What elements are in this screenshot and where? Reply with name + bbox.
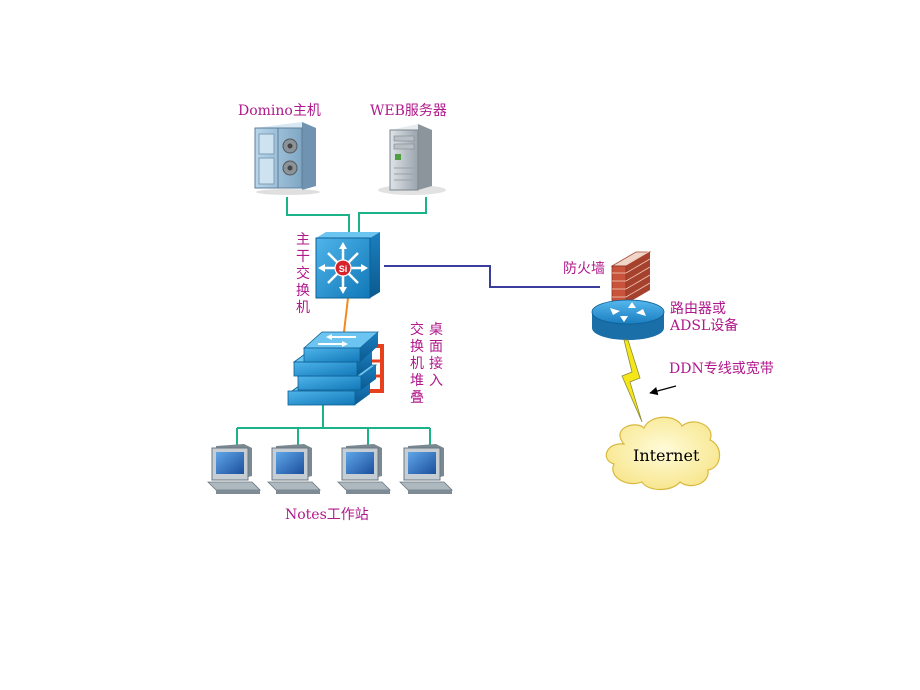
mainframe-server-icon — [254, 122, 320, 195]
svg-text:Si: Si — [339, 264, 348, 274]
core-switch-label: 主干交换机 — [296, 232, 310, 316]
switch-stack-label: 交换机堆叠 — [410, 322, 424, 406]
wan-link — [384, 265, 600, 288]
web-server-label: WEB服务器 — [370, 103, 447, 119]
layer3-switch-icon: Si — [315, 232, 380, 299]
cloud-icon — [605, 416, 721, 491]
desktop-computer-icon — [207, 444, 261, 494]
router-label-line1: 路由器或 — [670, 301, 726, 317]
workstations-label: Notes工作站 — [285, 507, 369, 523]
stacked-switch-icon — [287, 331, 384, 406]
router-label-line2: ADSL设备 — [670, 318, 739, 334]
desktop-access-label: 桌面接入 — [429, 322, 443, 389]
tower-server-icon — [378, 124, 446, 195]
server-links — [286, 197, 427, 232]
desktop-computer-icon — [399, 444, 453, 494]
desktop-computer-icon — [337, 444, 391, 494]
workstation-links — [236, 405, 431, 446]
stack-uplink — [343, 297, 349, 333]
internet-label: Internet — [633, 446, 700, 465]
desktop-computer-icon — [267, 444, 321, 494]
ddn-label: DDN专线或宽带 — [669, 361, 774, 377]
domino-host-label: Domino主机 — [238, 103, 321, 119]
router-icon — [591, 299, 665, 340]
brick-firewall-icon — [610, 250, 652, 305]
ddn-pointer-arrow — [649, 385, 677, 396]
lightning-link-icon — [621, 339, 643, 423]
firewall-label: 防火墙 — [563, 261, 605, 277]
